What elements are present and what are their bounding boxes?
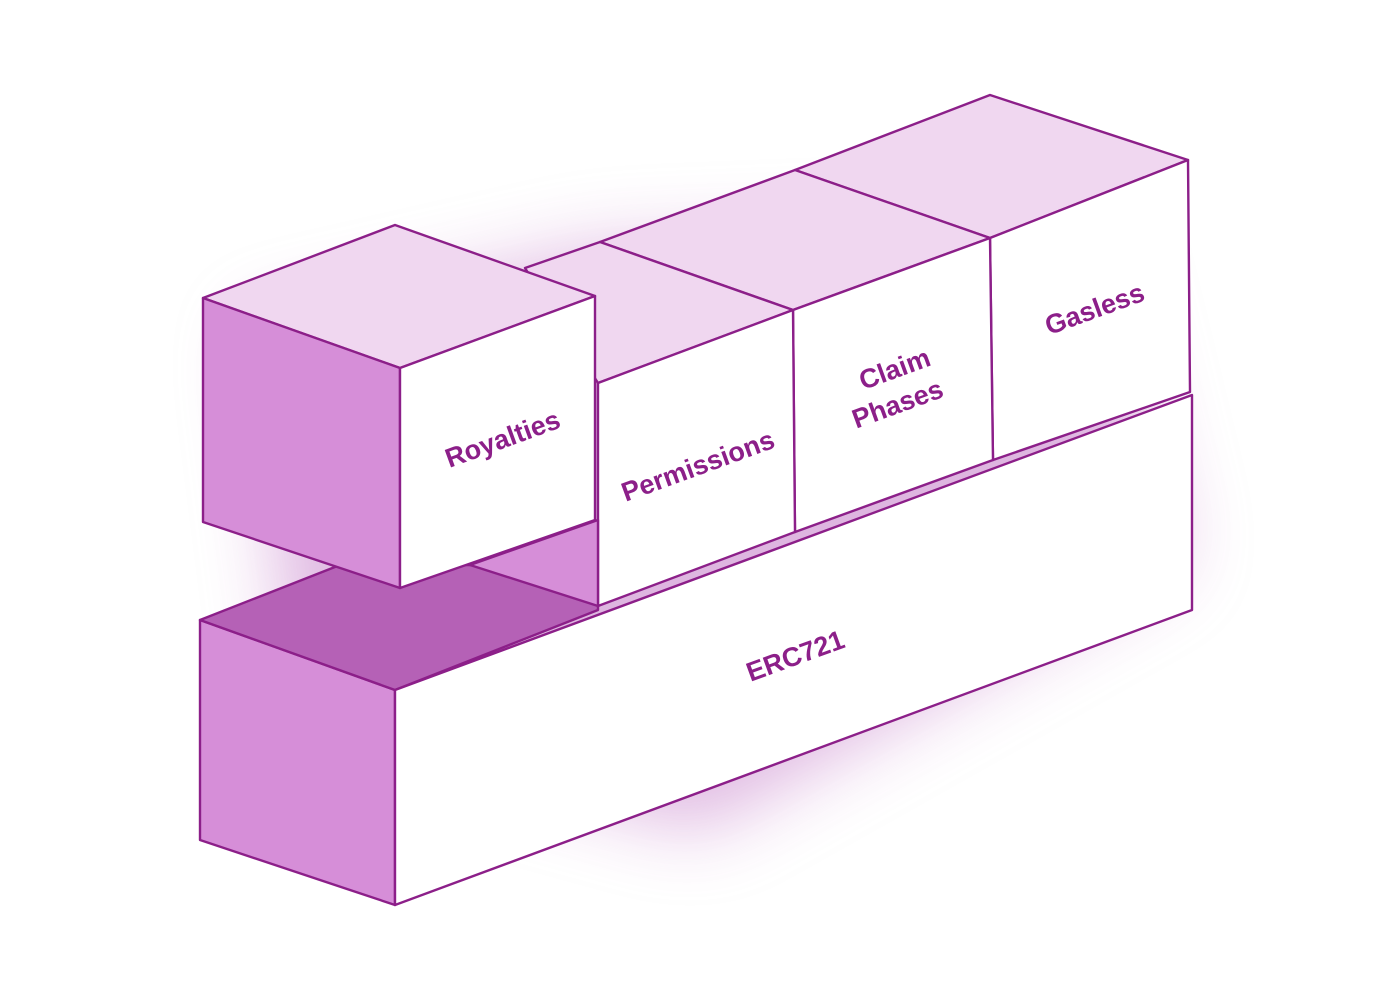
base-block-erc721: ERC721 [198, 393, 1194, 907]
claim-phases-block: Claim Phases [598, 168, 995, 534]
royalties-block-front-face [398, 294, 597, 590]
gasless-block: Gasless [793, 93, 1192, 462]
base-block-front-face [393, 393, 1194, 907]
royalties-block: Royalties [201, 223, 597, 590]
